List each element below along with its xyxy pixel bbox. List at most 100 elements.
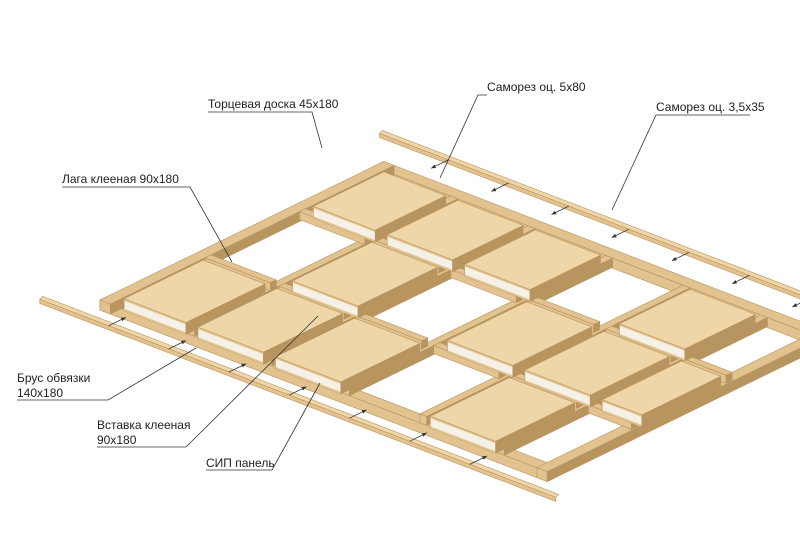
beam-front-top [99, 161, 395, 305]
arrow-left-4-head [301, 386, 307, 391]
sip-panel-3-5-skin-top-edge [619, 323, 685, 351]
arrow-left-6-head [421, 432, 427, 437]
sip-panel-1-1-top [123, 259, 266, 323]
label-end-board: Торцевая доска 45x180 [208, 97, 339, 111]
sip-panel-2-6 [601, 360, 722, 428]
arrow-left-5-head [361, 409, 367, 414]
sip-panel-1-1-skin-top-edge [124, 298, 186, 325]
label-screw-5x80: Саморез оц. 5x80 [487, 80, 586, 94]
end-board-left-side [39, 298, 557, 502]
arrow-left-6 [409, 432, 427, 442]
sip-panel-3-1-top [312, 171, 447, 231]
label-joist: Лага клееная 90x180 [62, 172, 179, 186]
arrow-left-3-head [241, 363, 247, 368]
arrow-right-7-head [792, 303, 798, 307]
sip-panel-2-6-skin-top-edge [602, 399, 642, 417]
sip-panel-3-5-top [618, 289, 757, 350]
arrow-left-1-head [120, 317, 126, 322]
label-beam-line1: Брус обвязки [17, 371, 90, 385]
sip-panel-2-4 [446, 301, 593, 378]
arrow-right-2-head [491, 187, 497, 192]
arrow-right-6 [731, 275, 750, 285]
sip-panel-3-1-skin-top-edge [313, 206, 376, 233]
sip-panel-2-6-skin-bottom-edge [602, 409, 642, 427]
label-screw-35x35: Саморез оц. 3,5x35 [656, 100, 765, 114]
sip-panel-2-2-top [291, 241, 438, 307]
sip-panel-3-3 [463, 229, 602, 302]
sip-panel-1-2-skin-top-edge [198, 327, 264, 355]
sip-panel-3-3-top [463, 229, 602, 290]
sip-panel-1-1-skin-bottom-edge [124, 308, 186, 335]
sip-panel-2-4-skin-bottom-edge [447, 350, 513, 378]
sip-panel-1-5-skin-top-edge [430, 416, 496, 444]
sip-panel-2-5 [524, 331, 671, 408]
boards-layer [39, 130, 800, 502]
label-insert-line1: Вставка клееная [97, 418, 190, 432]
sip-panel-1-5 [429, 377, 576, 454]
sip-panel-1-3-top [274, 317, 421, 383]
arrow-right-5 [671, 251, 690, 262]
arrow-left-2-head [181, 340, 186, 345]
arrow-right-2 [491, 182, 509, 192]
sip-panel-3-3-skin-top-edge [464, 264, 530, 292]
sip-panel-2-2-skin-top-edge [292, 280, 358, 308]
end-board-left [39, 296, 560, 502]
arrow-right-3 [551, 205, 569, 215]
arrow-right-6-head [732, 280, 738, 284]
sip-panel-2-2 [291, 241, 438, 319]
leader-sip [206, 382, 321, 471]
sip-panel-3-3-skin-bottom-edge [464, 274, 530, 302]
sip-panel-2-5-skin-bottom-edge [524, 380, 591, 408]
arrow-left-4 [289, 386, 307, 396]
sip-panel-1-5-skin-bottom-edge [430, 426, 496, 454]
sip-panel-2-5-top [524, 331, 671, 396]
sip-panel-1-2-skin-bottom-edge [198, 337, 264, 365]
leader-end-board [208, 111, 323, 149]
arrow-left-2 [168, 340, 187, 350]
sip-panel-1-3-skin-top-edge [275, 356, 341, 384]
sip-panel-3-2-skin-bottom-edge [387, 244, 453, 272]
sip-panel-2-6-top [601, 360, 722, 416]
sip-panel-2-4-skin-top-edge [447, 340, 513, 368]
leader-beam [17, 347, 197, 401]
sip-panel-3-1-skin-bottom-edge [313, 216, 376, 243]
arrow-left-1 [108, 317, 126, 327]
end-board-right [378, 130, 800, 300]
sip-panel-1-3 [274, 317, 421, 395]
leader-screw-5x80 [439, 94, 487, 179]
arrow-right-4-head [611, 233, 617, 238]
end-board-right-side [379, 133, 800, 300]
label-beam-line2: 140x180 [17, 386, 63, 400]
sip-panel-2-5-skin-top-edge [524, 370, 591, 398]
arrow-left-3 [228, 363, 247, 373]
arrow-left-7 [469, 455, 488, 465]
arrow-right-5-head [671, 256, 677, 261]
label-sip: СИП панель [206, 456, 275, 470]
label-insert-line2: 90x180 [97, 433, 137, 447]
arrow-left-5 [349, 409, 367, 419]
leader-insert [97, 315, 319, 448]
arrows-layer [108, 159, 800, 465]
arrow-right-4 [611, 228, 630, 238]
sip-panel-1-3-skin-bottom-edge [275, 366, 341, 394]
arrow-left-7-head [482, 456, 487, 460]
sip-panel-3-5-skin-bottom-edge [619, 333, 685, 361]
sip-panel-1-1 [123, 259, 266, 335]
sip-panel-3-5 [618, 289, 757, 362]
sip-panel-1-5-top [429, 377, 576, 442]
sip-panel-1-2-top [197, 288, 344, 353]
sip-panel-1-2 [197, 288, 344, 365]
sip-panel-2-2-skin-bottom-edge [292, 290, 358, 318]
leader-screw-35x35 [611, 114, 750, 211]
arrow-right-1-head [431, 164, 437, 169]
arrow-right-1 [430, 159, 449, 169]
sip-panel-3-1 [312, 171, 447, 243]
insert-1-1-top [204, 254, 278, 284]
sip-panel-3-2-skin-top-edge [387, 234, 453, 262]
leaders-layer [17, 94, 750, 471]
sip-panel-2-4-top [446, 301, 593, 366]
arrow-right-7 [792, 302, 800, 308]
sip-panel-3-2-top [386, 199, 524, 261]
arrow-right-3-head [551, 210, 557, 215]
